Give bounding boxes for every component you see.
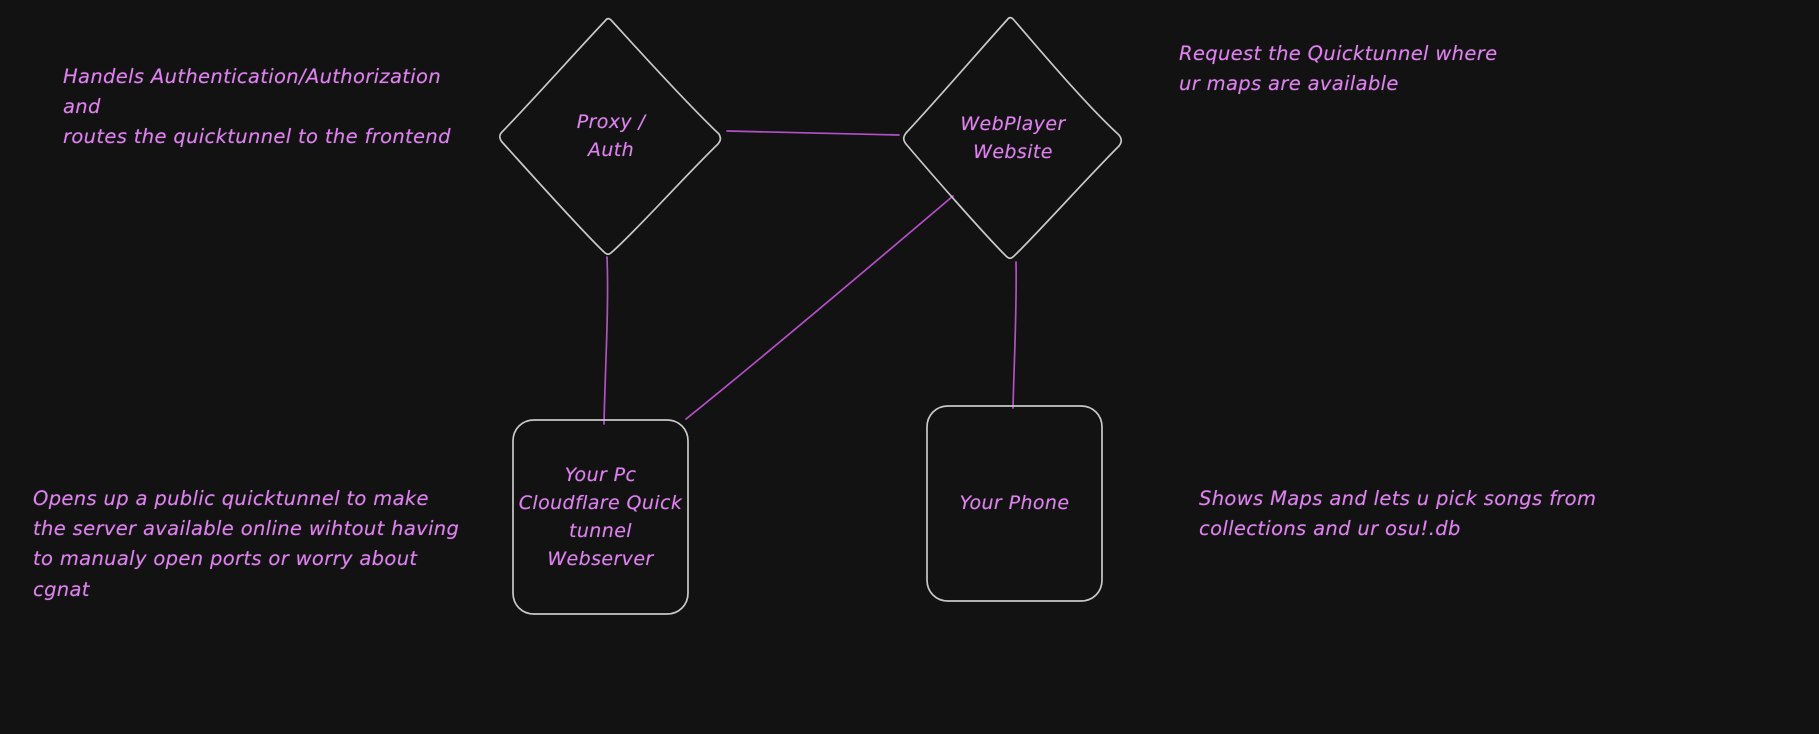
edge-proxy-to-webplayer — [726, 130, 900, 136]
node-label-your-pc: Your Pc Cloudflare Quick tunnel Webserve… — [518, 463, 683, 571]
annotation-your-phone: Shows Maps and lets u pick songs from co… — [1199, 487, 1597, 541]
diamond-shape-webplayer-website — [902, 16, 1123, 260]
node-webplayer-website[interactable]: WebPlayer Website — [900, 13, 1126, 263]
rounded-rect-shape-your-pc — [512, 419, 689, 615]
node-label-your-phone: Your Phone — [959, 492, 1070, 515]
node-label-webplayer-website: WebPlayer Website — [960, 112, 1066, 163]
node-proxy-auth[interactable]: Proxy / Auth — [495, 14, 727, 258]
node-your-phone[interactable]: Your Phone — [925, 404, 1104, 603]
node-label-proxy-auth: Proxy / Auth — [576, 110, 646, 161]
edge-webplayer-to-yourphone — [1012, 261, 1018, 409]
diamond-shape-proxy-auth — [498, 17, 722, 256]
annotation-webplayer-website: Request the Quicktunnel where ur maps ar… — [1179, 42, 1498, 96]
node-your-pc[interactable]: Your Pc Cloudflare Quick tunnel Webserve… — [511, 418, 690, 616]
rounded-rect-shape-your-phone — [926, 405, 1103, 602]
edge-proxy-to-yourpc — [603, 256, 609, 425]
annotation-proxy-auth: Handels Authentication/Authorization and… — [63, 65, 451, 149]
annotation-your-pc: Opens up a public quicktunnel to make th… — [33, 487, 460, 601]
